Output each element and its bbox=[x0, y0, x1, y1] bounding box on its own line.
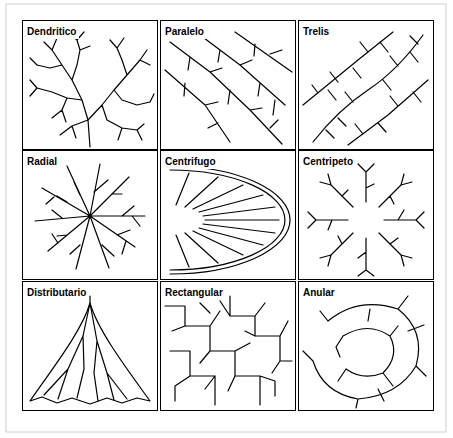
annular-pattern bbox=[303, 296, 426, 408]
centripetal-pattern bbox=[308, 164, 424, 276]
parallel-pattern bbox=[165, 32, 292, 144]
pattern-panel: Dendritico bbox=[22, 20, 158, 150]
delta-outline bbox=[30, 296, 150, 404]
centrifugal-pattern bbox=[170, 166, 290, 274]
pattern-panel: Rectangular bbox=[160, 281, 296, 411]
panel-label: Trelis bbox=[299, 24, 332, 39]
stream-network bbox=[170, 166, 290, 274]
trellis-pattern bbox=[303, 32, 428, 145]
stream-network bbox=[303, 32, 428, 145]
pattern-panel: Radial bbox=[22, 150, 158, 280]
stream-network bbox=[165, 296, 292, 405]
panel-label: Paralelo bbox=[161, 24, 207, 39]
outer-frame bbox=[6, 4, 446, 432]
panel-label: Rectangular bbox=[161, 285, 226, 300]
pattern-panel: Centripeto bbox=[298, 150, 434, 280]
stream-network bbox=[165, 32, 292, 144]
pattern-panel: Distributario bbox=[22, 281, 158, 411]
pattern-panel: Paralelo bbox=[160, 20, 296, 150]
panel-label: Centrifugo bbox=[161, 154, 219, 169]
stream-network bbox=[30, 32, 154, 147]
stream-network bbox=[308, 164, 424, 276]
stream-network bbox=[44, 303, 127, 401]
panel-label: Radial bbox=[23, 154, 60, 169]
panel-label: Centripeto bbox=[299, 154, 356, 169]
panel-label: Anular bbox=[299, 285, 338, 300]
pattern-panel: Centrifugo bbox=[160, 150, 296, 280]
panel-label: Distributario bbox=[23, 285, 89, 300]
panel-label: Dendritico bbox=[23, 24, 79, 39]
stream-network bbox=[35, 164, 145, 269]
distributary-pattern bbox=[30, 296, 150, 404]
dendritic-pattern bbox=[30, 32, 154, 147]
stream-network bbox=[303, 296, 426, 408]
radial-pattern bbox=[35, 164, 145, 269]
rectangular-pattern bbox=[165, 296, 292, 405]
pattern-panel: Anular bbox=[298, 281, 434, 411]
pattern-panel: Trelis bbox=[298, 20, 434, 150]
